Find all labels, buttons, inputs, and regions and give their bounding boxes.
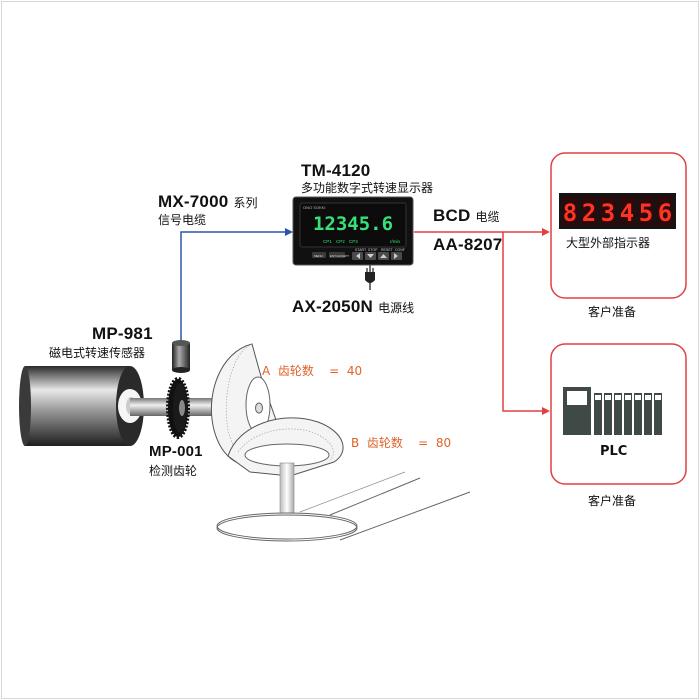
led-digit: 4: [620, 199, 634, 227]
signal-cable-desc: 信号电缆: [158, 213, 207, 227]
display-model: TM-4120: [301, 161, 371, 180]
led-digit-cell: [600, 196, 616, 226]
external-indicator-desc: 大型外部指示器: [566, 236, 651, 250]
display-unit: ONO SOKKI 12345.6 CP1 CP2 CP3 r/min STAR…: [292, 196, 414, 266]
menu-button: [312, 252, 326, 258]
plc-icon: [563, 387, 662, 435]
gear-a-letter: A: [262, 364, 271, 378]
power-cable-model: AX-2050N: [292, 297, 373, 316]
sensor-desc: 磁电式转速传感器: [49, 346, 146, 360]
bcd-arrow-indicator: [542, 228, 550, 236]
svg-text:START: START: [355, 248, 367, 252]
led-display-panel: [559, 193, 676, 229]
svg-text:RESET: RESET: [381, 248, 394, 252]
power-cable-title: AX-2050N 电源线: [292, 297, 414, 317]
display-reading: 12345.6: [313, 213, 393, 235]
plc-module-slot: [635, 395, 641, 400]
plc-module: [624, 393, 632, 435]
display-unit-label: r/min: [390, 239, 400, 244]
plc-note: 客户准备: [588, 494, 637, 508]
led-digit-cell: [581, 196, 597, 226]
right-arrow-icon: [394, 253, 398, 259]
led-digit: 8: [563, 199, 577, 227]
gear-a-label: A 齿轮数 = 40: [262, 362, 362, 379]
gear-b-label: B 齿轮数 = 80: [351, 434, 451, 451]
svg-text:MENU: MENU: [314, 254, 323, 258]
bevel-gear-b-graphic: [227, 417, 344, 477]
sensor-model: MP-981: [92, 324, 153, 343]
gear-b-letter: B: [351, 436, 360, 450]
motor-graphic: [19, 366, 240, 446]
magnetic-sensor-graphic: [172, 340, 190, 373]
bcd-label: BCD: [433, 206, 471, 225]
led-digit-cell: [619, 196, 635, 226]
display-cp1: CP1: [323, 239, 332, 244]
plc-module-slot: [645, 395, 651, 400]
led-digit: 6: [658, 199, 672, 227]
bcd-arrow-plc: [542, 407, 550, 415]
signal-cable-line: [180, 231, 289, 343]
display-desc: 多功能数字式转速显示器: [301, 181, 434, 195]
signal-cable-arrow: [285, 228, 293, 236]
signal-cable-model: MX-7000: [158, 192, 229, 211]
plc-label: PLC: [600, 444, 628, 459]
gear-a-value: 40: [346, 364, 363, 378]
display-cp2: CP2: [336, 239, 345, 244]
plc-module: [604, 393, 612, 435]
svg-text:ENT/ACCEPT: ENT/ACCEPT: [330, 254, 349, 258]
left-arrow-icon: [356, 253, 360, 259]
display-brand: ONO SOKKI: [303, 205, 325, 210]
signal-cable-suffix: 系列: [233, 196, 258, 210]
svg-text:STOP: STOP: [368, 248, 378, 252]
led-digit: 5: [639, 199, 653, 227]
gear-b-eq: =: [418, 436, 429, 450]
power-cable-desc: 电源线: [378, 301, 415, 315]
svg-text:CONF: CONF: [395, 248, 405, 252]
led-digit: 2: [582, 199, 596, 227]
plc-module-slot: [615, 395, 621, 400]
gear-a-text: 齿轮数: [277, 364, 314, 378]
external-indicator-note: 客户准备: [588, 305, 637, 319]
plc-module: [644, 393, 652, 435]
led-digit: 3: [601, 199, 615, 227]
plc-module-slot: [655, 395, 661, 400]
detection-gear-graphic: [166, 377, 190, 439]
bcd-desc: 电缆: [475, 210, 500, 224]
plc-module: [594, 393, 602, 435]
gear-sensor-desc: 检测齿轮: [149, 464, 198, 478]
plc-module: [654, 393, 662, 435]
led-digit-cell: [657, 196, 673, 226]
gear-a-eq: =: [329, 364, 340, 378]
bcd-cable-line-plc: [502, 232, 545, 412]
led-digit-cell: [562, 196, 578, 226]
plc-module-slot: [605, 395, 611, 400]
signal-cable-title: MX-7000 系列: [158, 192, 258, 212]
ent-button: [329, 252, 345, 258]
power-plug-icon: [365, 272, 375, 283]
plc-module: [634, 393, 642, 435]
gear-b-text: 齿轮数: [366, 436, 403, 450]
bcd-model: AA-8207: [433, 235, 503, 254]
plc-module-slot: [595, 395, 601, 400]
display-cp3: CP3: [349, 239, 358, 244]
base-graphic: [216, 462, 471, 542]
gear-b-value: 80: [435, 436, 452, 450]
bcd-title: BCD 电缆: [433, 206, 500, 226]
down-arrow-icon: [367, 254, 374, 258]
plc-module: [614, 393, 622, 435]
gear-sensor-model: MP-001: [149, 443, 203, 460]
plc-module-slot: [625, 395, 631, 400]
led-digit-cell: [638, 196, 654, 226]
up-arrow-icon: [380, 254, 387, 258]
